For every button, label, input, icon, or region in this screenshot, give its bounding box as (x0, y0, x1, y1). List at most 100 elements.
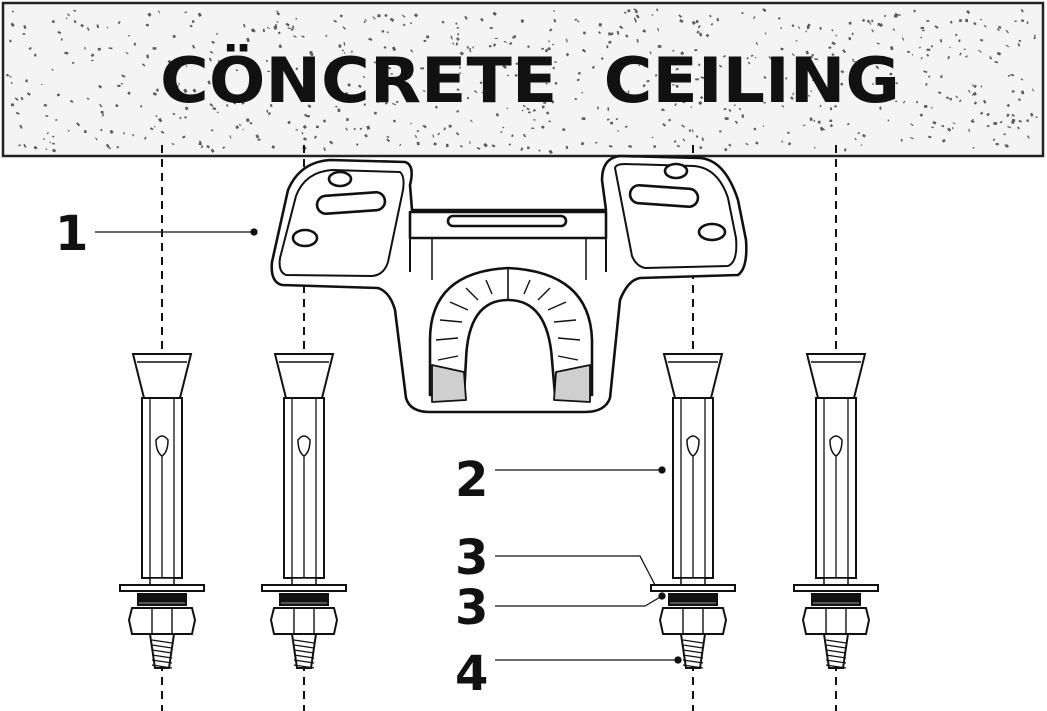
concrete-speck (871, 29, 874, 33)
concrete-speck (878, 57, 882, 61)
concrete-speck (234, 61, 236, 63)
concrete-speck (120, 82, 124, 85)
concrete-speck (494, 37, 498, 39)
concrete-speck (718, 64, 723, 68)
concrete-speck (379, 62, 383, 65)
concrete-speck (780, 27, 782, 29)
concrete-speck (191, 44, 196, 49)
concrete-speck (814, 58, 819, 61)
concrete-speck (880, 100, 883, 103)
concrete-speck (696, 135, 699, 138)
concrete-speck (852, 60, 857, 63)
concrete-speck (441, 20, 445, 24)
concrete-speck (200, 145, 204, 149)
concrete-speck (459, 144, 463, 148)
concrete-speck (386, 138, 391, 143)
concrete-speck (496, 113, 499, 117)
concrete-speck (105, 143, 110, 149)
concrete-speck (160, 130, 165, 134)
concrete-speck (550, 99, 555, 104)
concrete-speck (211, 40, 215, 44)
concrete-speck (574, 18, 578, 21)
concrete-speck (226, 103, 229, 107)
concrete-speck (99, 103, 103, 108)
concrete-speck (175, 85, 179, 89)
concrete-speck (682, 100, 686, 104)
concrete-speck (422, 89, 426, 93)
concrete-speck (455, 42, 459, 46)
concrete-speck (532, 108, 537, 112)
concrete-speck (656, 8, 659, 12)
concrete-speck (183, 88, 188, 94)
concrete-speck (189, 24, 193, 28)
concrete-speck (989, 57, 992, 60)
concrete-speck (481, 91, 484, 94)
concrete-speck (860, 144, 863, 146)
concrete-speck (947, 55, 951, 59)
concrete-speck (502, 64, 507, 69)
concrete-speck (445, 143, 449, 148)
concrete-speck (1018, 119, 1023, 123)
concrete-speck (1011, 118, 1016, 123)
concrete-speck (941, 124, 945, 128)
concrete-speck (674, 103, 677, 107)
concrete-speck (363, 103, 366, 106)
hex-nut (658, 607, 728, 635)
concrete-speck (117, 84, 121, 88)
concrete-speck (548, 120, 552, 123)
concrete-speck (545, 82, 548, 85)
concrete-speck (273, 70, 277, 74)
concrete-speck (1017, 43, 1021, 47)
concrete-speck (685, 93, 689, 97)
concrete-speck (121, 74, 124, 78)
concrete-speck (958, 39, 961, 43)
concrete-speck (432, 134, 435, 138)
concrete-speck (835, 34, 838, 37)
concrete-speck (306, 115, 310, 118)
concrete-speck (983, 24, 987, 28)
concrete-speck (52, 135, 55, 138)
concrete-speck (1026, 119, 1030, 123)
concrete-speck (10, 82, 13, 84)
concrete-speck (699, 96, 704, 100)
concrete-speck (506, 107, 509, 110)
concrete-speck (416, 141, 420, 146)
concrete-speck (679, 19, 684, 23)
concrete-speck (552, 43, 555, 46)
concrete-speck (919, 113, 924, 117)
concrete-speck (878, 106, 882, 110)
concrete-speck (95, 137, 98, 141)
concrete-speck (862, 133, 866, 138)
concrete-speck (733, 104, 737, 106)
concrete-speck (1020, 78, 1024, 81)
concrete-speck (540, 125, 545, 129)
concrete-speck (979, 111, 984, 115)
spring-washer (668, 593, 718, 600)
concrete-speck (979, 38, 984, 42)
concrete-speck (949, 97, 952, 101)
concrete-speck (192, 20, 195, 23)
concrete-speck (843, 148, 847, 152)
concrete-speck (500, 130, 503, 134)
concrete-speck (668, 118, 671, 122)
concrete-speck (920, 56, 923, 60)
concrete-speck (949, 20, 953, 24)
concrete-speck (777, 17, 781, 20)
concrete-speck (152, 91, 158, 96)
concrete-speck (184, 116, 187, 119)
concrete-speck (342, 26, 346, 30)
concrete-speck (952, 127, 954, 130)
concrete-speck (780, 140, 784, 143)
concrete-speck (216, 32, 219, 36)
concrete-speck (834, 84, 838, 88)
concrete-speck (391, 46, 397, 52)
concrete-speck (701, 137, 705, 142)
concrete-speck (100, 110, 104, 114)
concrete-speck (920, 26, 925, 30)
concrete-speck (883, 14, 887, 18)
concrete-speck (435, 105, 438, 109)
concrete-speck (787, 131, 790, 134)
concrete-speck (554, 61, 557, 63)
expansion-cone (273, 353, 335, 399)
concrete-speck (299, 96, 304, 99)
